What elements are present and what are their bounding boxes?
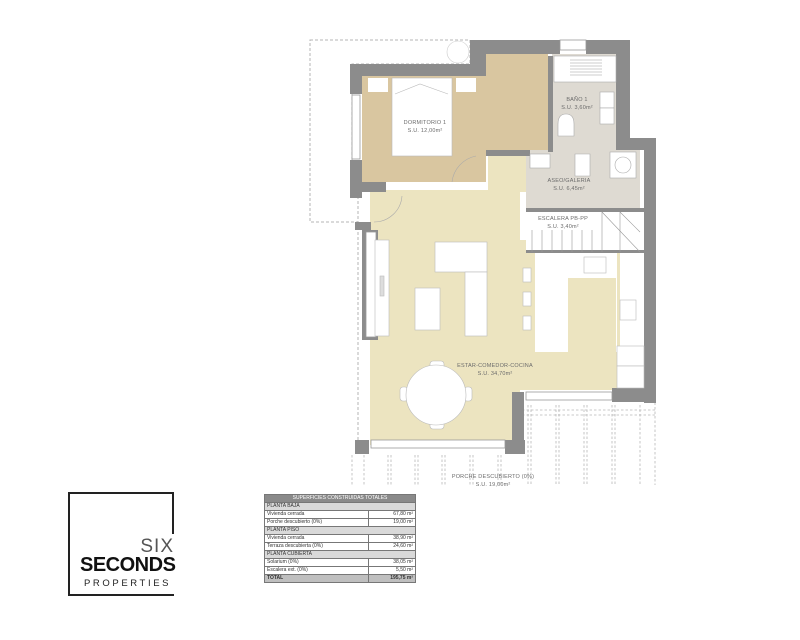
- row-value: 67,80 m²: [367, 510, 417, 519]
- room-area: S.U. 3,40m²: [547, 224, 579, 230]
- plant-pot: [446, 40, 470, 64]
- logo-six: SIX: [140, 536, 174, 557]
- row-label: Escalera ext. (0%): [264, 566, 369, 575]
- logo-frame-right: [172, 492, 174, 534]
- table-section: PLANTA PISO: [264, 526, 416, 535]
- row-value: 19,00 m²: [367, 518, 417, 527]
- room-name: ASEO/GALERIA: [547, 178, 591, 184]
- closet-floor: [486, 54, 548, 152]
- room-label-dormitorio: DORMITORIO 1 S.U. 12,00m²: [390, 119, 460, 135]
- room-name: ESTAR-COMEDOR-COCINA: [457, 363, 533, 369]
- pergola: [351, 380, 656, 485]
- table-row: Solarium (0%)38,05 m²: [264, 558, 417, 567]
- door-bedroom: [451, 155, 477, 183]
- door-living: [373, 195, 403, 223]
- stairs: [531, 211, 641, 253]
- section-name: PLANTA PISO: [264, 526, 416, 535]
- room-label-bano: BAÑO 1 S.U. 3,60m²: [552, 96, 602, 112]
- table-title: SUPERFICIES CONSTRUIDAS TOTALES: [264, 494, 416, 503]
- room-label-aseo: ASEO/GALERIA S.U. 6,45m²: [534, 177, 604, 193]
- bath-fixtures: [529, 55, 637, 179]
- room-name: ESCALERA PB-PP: [538, 216, 588, 222]
- row-value: 5,50 m²: [367, 566, 417, 575]
- row-label: Terraza descubierta (0%): [264, 542, 369, 551]
- bed: [368, 77, 476, 157]
- room-area: S.U. 34,70m²: [477, 371, 513, 377]
- room-name: BAÑO 1: [566, 97, 588, 103]
- room-area: S.U. 19,00m²: [475, 482, 511, 488]
- surface-table: SUPERFICIES CONSTRUIDAS TOTALES PLANTA B…: [264, 494, 417, 583]
- hall-floor: [488, 152, 526, 192]
- room-area: S.U. 12,00m²: [407, 128, 443, 134]
- row-label: Porche descubierto (0%): [264, 518, 369, 527]
- table-section: PLANTA CUBIERTA: [264, 550, 416, 559]
- logo-properties: PROPERTIES: [84, 578, 172, 589]
- section-name: PLANTA BAJA: [264, 502, 416, 511]
- room-label-estar: ESTAR-COMEDOR-COCINA S.U. 34,70m²: [445, 362, 545, 378]
- walls: [350, 40, 656, 454]
- dining-table: [399, 360, 473, 430]
- total-value: 195,75 m²: [367, 574, 417, 583]
- room-area: S.U. 6,45m²: [553, 186, 585, 192]
- row-label: Vivienda cerrada: [264, 534, 369, 543]
- logo-frame: [68, 492, 174, 596]
- table-section: PLANTA BAJA: [264, 502, 416, 511]
- row-value: 38,05 m²: [367, 558, 417, 567]
- room-name: PORCHE DESCUBIERTO (0%): [451, 474, 535, 480]
- logo-seconds: SECONDS: [80, 554, 176, 576]
- row-label: Vivienda cerrada: [264, 510, 369, 519]
- kitchen-island: [568, 278, 616, 388]
- section-name: PLANTA CUBIERTA: [264, 550, 416, 559]
- table-header: SUPERFICIES CONSTRUIDAS TOTALES: [264, 494, 416, 503]
- table-row: Escalera ext. (0%)5,50 m²: [264, 566, 417, 575]
- room-name: DORMITORIO 1: [403, 120, 447, 126]
- room-label-escalera: ESCALERA PB-PP S.U. 3,40m²: [528, 215, 598, 231]
- row-value: 38,90 m²: [367, 534, 417, 543]
- room-label-porche: PORCHE DESCUBIERTO (0%) S.U. 19,00m²: [448, 473, 538, 489]
- row-label: Solarium (0%): [264, 558, 369, 567]
- six-seconds-logo: SIX SECONDS PROPERTIES: [68, 492, 180, 596]
- living-furniture: [374, 239, 645, 389]
- total-label: TOTAL: [264, 574, 369, 583]
- row-value: 24,60 m²: [367, 542, 417, 551]
- table-row: Porche descubierto (0%)19,00 m²: [264, 518, 417, 527]
- table-row: Terraza descubierta (0%)24,60 m²: [264, 542, 417, 551]
- room-area: S.U. 3,60m²: [561, 105, 593, 111]
